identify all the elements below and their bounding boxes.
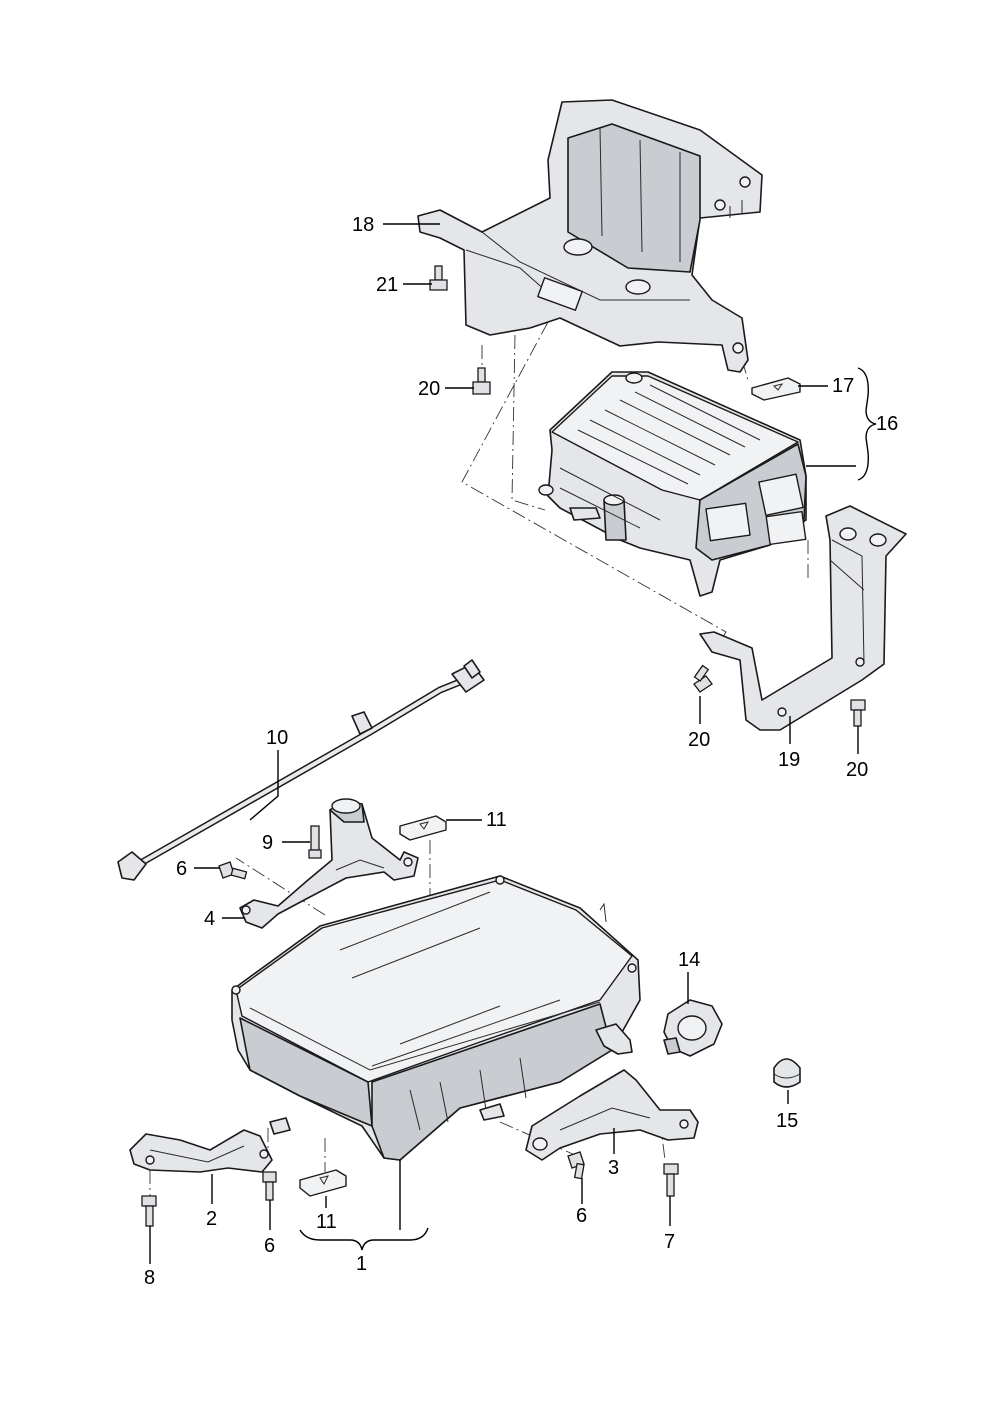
- callout-20-right: 20: [846, 759, 868, 781]
- callout-20-mid: 20: [688, 729, 710, 751]
- bolt-6-left: [262, 1171, 277, 1201]
- callout-14: 14: [678, 949, 700, 971]
- bolt-7: [663, 1163, 679, 1197]
- callout-2: 2: [206, 1208, 217, 1230]
- callout-21: 21: [376, 274, 398, 296]
- bracket-assembly-4: [239, 798, 419, 929]
- callout-6-left: 6: [264, 1235, 275, 1257]
- clamp-14: [663, 999, 723, 1057]
- side-bracket: [699, 505, 907, 731]
- cap-15: [773, 1058, 801, 1088]
- main-control-unit: [231, 875, 641, 1161]
- small-label-17: [751, 377, 801, 401]
- callout-18: 18: [352, 214, 374, 236]
- callout-6-right: 6: [576, 1205, 587, 1227]
- bolt-6-upper: [218, 861, 248, 880]
- callout-16: 16: [876, 413, 898, 435]
- callout-11-bottom: 11: [316, 1211, 337, 1233]
- callout-15: 15: [776, 1110, 798, 1132]
- callout-19: 19: [778, 749, 800, 771]
- callout-1: 1: [356, 1253, 367, 1275]
- bolt-8: [141, 1195, 157, 1227]
- leader-lines: [149, 223, 877, 1264]
- lower-bracket-2: [129, 1129, 273, 1173]
- callout-10: 10: [266, 727, 288, 749]
- callout-8: 8: [144, 1267, 155, 1289]
- bolt-20-top: [472, 367, 491, 395]
- label-11-top: [399, 815, 447, 841]
- charger-module: [538, 371, 807, 597]
- bolt-21: [429, 265, 448, 291]
- callout-7: 7: [664, 1231, 675, 1253]
- wiring-harness: [117, 659, 485, 881]
- callout-4: 4: [204, 908, 215, 930]
- bolt-20-right: [850, 699, 866, 727]
- callout-17: 17: [832, 375, 854, 397]
- label-11-bottom: [299, 1169, 347, 1197]
- bolt-20-left: [693, 664, 713, 693]
- callout-labels: 18 21 20 17 16 20 19 20 10 11 9 6 4 14 1…: [144, 214, 898, 1289]
- callout-11-top: 11: [486, 809, 507, 831]
- bolt-6-right: [567, 1151, 585, 1180]
- callout-3: 3: [608, 1157, 619, 1179]
- bolts-lower: [141, 1151, 679, 1227]
- bolt-9: [308, 825, 322, 859]
- callout-6-upper: 6: [176, 858, 187, 880]
- lower-bracket-3: [525, 1069, 699, 1161]
- upper-mounting-bracket: [417, 99, 763, 373]
- callout-9: 9: [262, 832, 273, 854]
- callout-20-top: 20: [418, 378, 440, 400]
